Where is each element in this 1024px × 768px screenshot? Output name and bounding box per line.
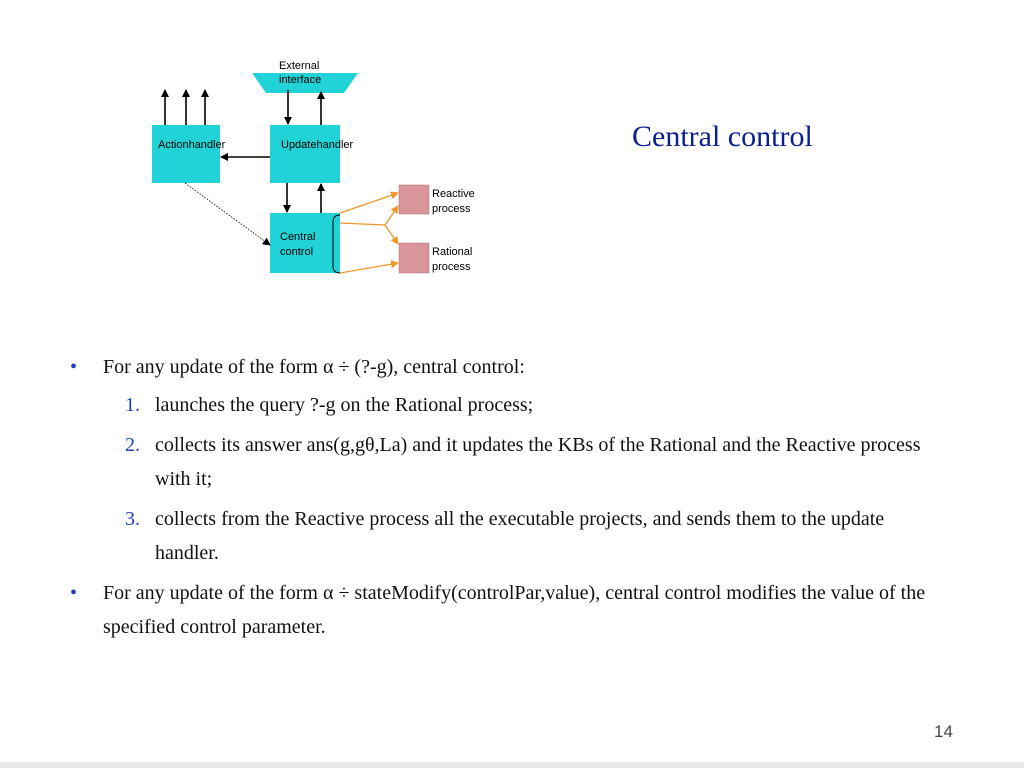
central-reactive-return [339,205,399,226]
rational-process-label: Rational process [432,246,475,273]
update-handler-box [270,125,340,183]
action-handler-label: Actionhandler [158,139,226,151]
bullet-mark: • [70,582,78,604]
numbered-list: 1. launches the query ?-g on the Rationa… [70,388,950,570]
bullet-text: For any update of the form [103,582,323,604]
bullet-item: • For any update of the form α ÷ stateMo… [70,576,950,644]
list-item: 1. launches the query ?-g on the Rationa… [70,388,950,422]
rational-process-box [398,242,430,274]
central-control-label: Central control [280,231,319,258]
bullet-text: (?-g), central control: [349,356,525,378]
action-handler-box [152,125,220,183]
external-interface-label: External interface [279,60,322,86]
bullet-mark: • [70,356,78,378]
reactive-process-box [398,184,430,215]
central-rational-return [384,224,399,245]
theta-symbol: θ [364,434,375,456]
central-to-rational-link [339,260,399,274]
bullet-item: • For any update of the form α ÷ (?-g), … [70,350,950,384]
list-number: 2. [125,434,140,456]
list-text: collects from the Reactive process all t… [155,508,885,564]
list-number: 3. [125,508,140,530]
slide-title: Central control [632,120,813,153]
reactive-process-label: Reactive process [432,188,478,215]
update-handler-label: Updatehandler [281,139,354,151]
alpha-symbol: α [322,356,334,378]
alpha-symbol: α [322,582,334,604]
divide-symbol: ÷ [338,356,350,378]
bullet-text: stateModify(controlPar,value), central c… [103,582,926,638]
central-right-bracket [332,214,341,274]
page-number: 14 [934,722,953,741]
action-to-central-dotted [184,182,271,246]
list-text: ,La) and it updates the KBs of the Ratio… [155,434,921,490]
external-interface-shape [252,73,358,93]
slide-bottom-strip [0,762,1024,768]
list-number: 1. [125,394,140,416]
bullet-list: • For any update of the form α ÷ (?-g), … [70,350,950,644]
bullet-text: For any update of the form [103,356,323,378]
central-control-box [270,213,340,273]
central-to-reactive-link [339,191,399,214]
architecture-diagram: External interface Actionhandler Updateh… [152,60,478,274]
list-item: 2. collects its answer ans(g,gθ,La) and … [70,428,950,496]
list-item: 3. collects from the Reactive process al… [70,502,950,570]
list-text: collects its answer ans(g,g [155,434,365,456]
divide-symbol: ÷ [338,582,350,604]
list-text: launches the query ?-g on the Rational p… [155,394,534,416]
